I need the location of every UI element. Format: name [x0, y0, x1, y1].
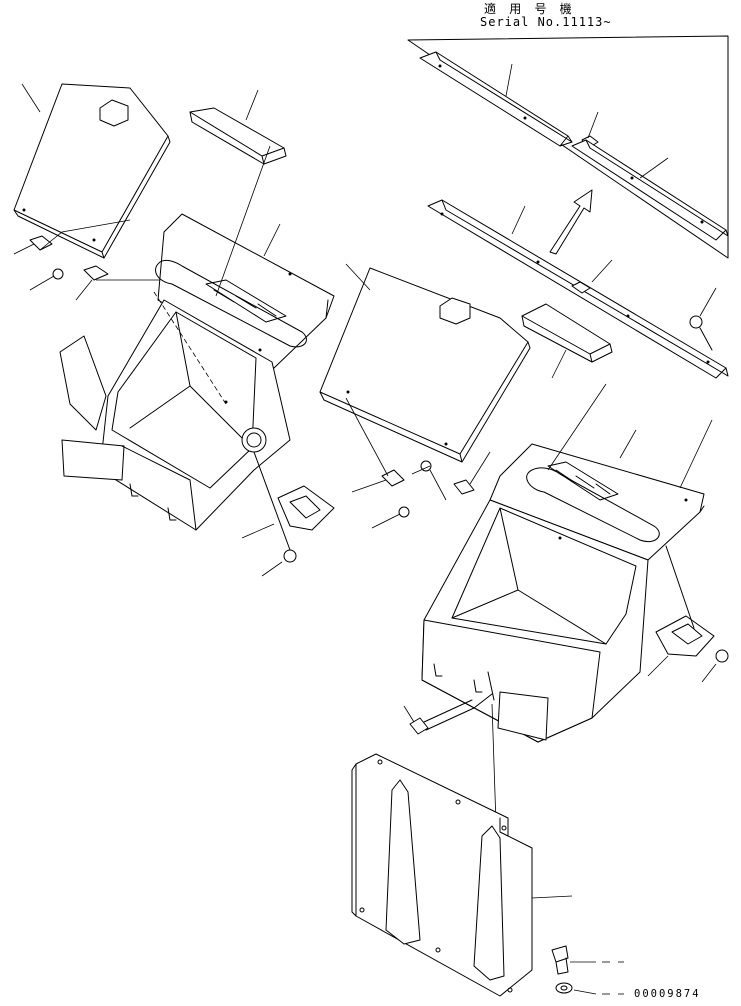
serial-range-label: Serial No.11113~ [480, 15, 612, 29]
housing-right [421, 383, 713, 743]
sensor-right [647, 545, 729, 683]
inset-rail-lower [571, 139, 729, 241]
lid-right [319, 263, 531, 463]
clip-left [13, 219, 168, 301]
lid-left [13, 83, 171, 259]
clip-right [345, 397, 491, 529]
screw-right [689, 287, 717, 351]
housing-left [59, 145, 335, 531]
filter-panel-right [521, 303, 613, 379]
rail-main [427, 199, 729, 379]
applicable-models-label: 適 用 号 機 [484, 2, 575, 16]
bolt-right [403, 693, 493, 735]
sensor-left [241, 451, 335, 577]
filter-panel-left [189, 89, 287, 165]
arrow-up-icon [549, 189, 593, 255]
inset-box [407, 35, 729, 259]
bolt-bottom [551, 945, 624, 975]
washer-bottom [555, 982, 624, 995]
cover-plate [351, 753, 573, 997]
inset-rail-upper [419, 51, 573, 147]
document-number: 00009874 [634, 988, 701, 1000]
